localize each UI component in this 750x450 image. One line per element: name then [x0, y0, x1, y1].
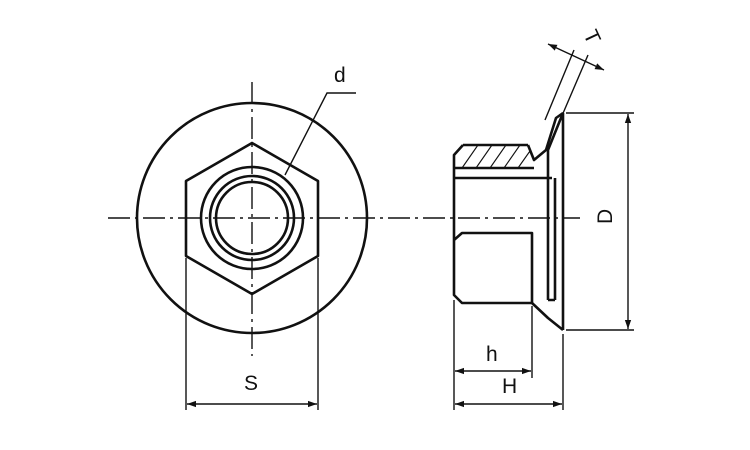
flange-outline-side	[531, 112, 565, 332]
big-d-label: D	[594, 209, 617, 224]
hex-outline	[184, 141, 320, 296]
t-extension-1	[544, 49, 575, 121]
t-extension-2	[557, 54, 589, 126]
s-label: S	[244, 372, 258, 395]
chamfer-circle	[199, 165, 305, 271]
big-h-label: H	[502, 375, 517, 398]
bore-inner-circle	[214, 180, 290, 256]
d-leader-line	[284, 92, 356, 176]
flange-outline	[135, 101, 369, 335]
bore-outer-circle	[208, 174, 296, 262]
d-label: d	[334, 64, 346, 87]
t-label: T	[578, 26, 604, 48]
flange-section	[526, 111, 564, 162]
t-dimension-line	[547, 43, 605, 71]
front-view: d S	[108, 64, 580, 410]
section-hatch-area	[454, 145, 534, 168]
h-label: h	[486, 343, 498, 366]
hex-body-outline	[452, 143, 552, 305]
side-view: T D h H	[452, 26, 634, 410]
section-hatching	[461, 144, 531, 169]
